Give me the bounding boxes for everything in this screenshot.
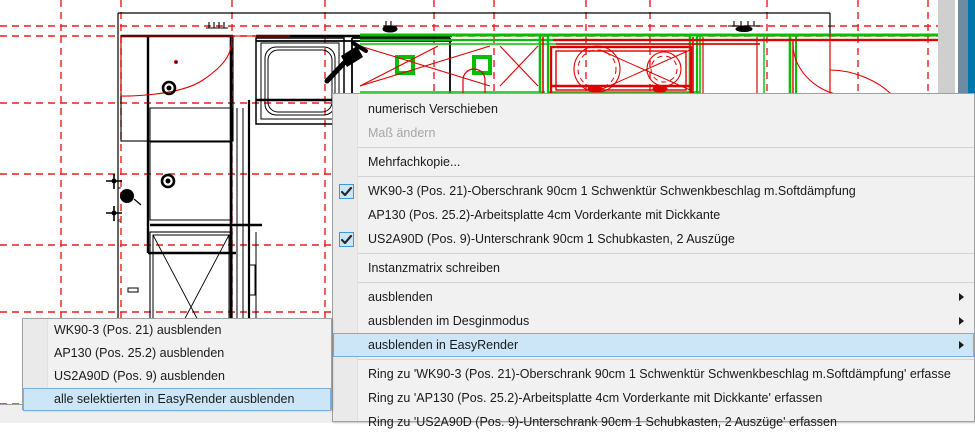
menu-item: Maß ändern <box>333 121 974 145</box>
menu-separator <box>358 253 974 254</box>
menu-item-label: ausblenden im Desginmodus <box>368 314 530 328</box>
svg-text:≤: ≤ <box>118 218 121 224</box>
menu-item-label: Instanzmatrix schreiben <box>368 261 501 275</box>
checkbox-checked-icon[interactable] <box>339 232 354 247</box>
submenu-item[interactable]: WK90-3 (Pos. 21) ausblenden <box>23 319 331 342</box>
menu-item[interactable]: WK90-3 (Pos. 21)-Oberschrank 90cm 1 Schw… <box>333 179 974 203</box>
menu-item-label: Ring zu 'WK90-3 (Pos. 21)-Oberschrank 90… <box>368 367 951 381</box>
submenu-arrow-icon <box>959 341 964 349</box>
svg-text:=: = <box>118 186 121 192</box>
menu-item[interactable]: ausblenden im Desginmodus <box>333 309 974 333</box>
submenu-arrow-icon <box>959 293 964 301</box>
submenu-item[interactable]: US2A90D (Pos. 9) ausblenden <box>23 365 331 388</box>
menu-item[interactable]: Ring zu 'WK90-3 (Pos. 21)-Oberschrank 90… <box>333 362 974 386</box>
submenu-item-label: WK90-3 (Pos. 21) ausblenden <box>54 323 222 337</box>
menu-item[interactable]: numerisch Verschieben <box>333 97 974 121</box>
menu-item-label: numerisch Verschieben <box>368 102 498 116</box>
submenu-item-label: US2A90D (Pos. 9) ausblenden <box>54 369 225 383</box>
menu-item-label: Ring zu 'US2A90D (Pos. 9)-Unterschrank 9… <box>368 415 837 429</box>
submenu-item[interactable]: alle selektierten in EasyRender ausblend… <box>23 388 331 411</box>
menu-separator <box>358 147 974 148</box>
menu-item[interactable]: Instanzmatrix schreiben <box>333 256 974 280</box>
menu-item[interactable]: ausblenden <box>333 285 974 309</box>
menu-item-label: Mehrfachkopie... <box>368 155 461 169</box>
menu-item[interactable]: Ring zu 'AP130 (Pos. 25.2)-Arbeitsplatte… <box>333 386 974 410</box>
menu-separator <box>358 359 974 360</box>
submenu-arrow-icon <box>959 317 964 325</box>
menu-item-label: WK90-3 (Pos. 21)-Oberschrank 90cm 1 Schw… <box>368 184 856 198</box>
submenu-item-label: alle selektierten in EasyRender ausblend… <box>54 392 295 406</box>
submenu-item-label: AP130 (Pos. 25.2) ausblenden <box>54 346 225 360</box>
menu-item-label: US2A90D (Pos. 9)-Unterschrank 90cm 1 Sch… <box>368 232 735 246</box>
menu-item[interactable]: ausblenden in EasyRender <box>333 333 974 357</box>
menu-gutter <box>333 94 358 421</box>
menu-item[interactable]: AP130 (Pos. 25.2)-Arbeitsplatte 4cm Vord… <box>333 203 974 227</box>
menu-item-label: ausblenden <box>368 290 433 304</box>
menu-item-label: AP130 (Pos. 25.2)-Arbeitsplatte 4cm Vord… <box>368 208 721 222</box>
menu-item-label: ausblenden in EasyRender <box>368 338 519 352</box>
menu-separator <box>358 282 974 283</box>
menu-item[interactable]: Mehrfachkopie... <box>333 150 974 174</box>
menu-item-label: Maß ändern <box>368 126 436 140</box>
checkbox-checked-icon[interactable] <box>339 184 354 199</box>
menu-item[interactable]: Ring zu 'US2A90D (Pos. 9)-Unterschrank 9… <box>333 410 974 434</box>
menu-separator <box>358 176 974 177</box>
cursor-hammer-icon <box>324 41 368 84</box>
menu-item-label: Ring zu 'AP130 (Pos. 25.2)-Arbeitsplatte… <box>368 391 823 405</box>
menu-item[interactable]: US2A90D (Pos. 9)-Unterschrank 90cm 1 Sch… <box>333 227 974 251</box>
submenu-item[interactable]: AP130 (Pos. 25.2) ausblenden <box>23 342 331 365</box>
cad-symbols: = ≤ <box>106 80 177 224</box>
